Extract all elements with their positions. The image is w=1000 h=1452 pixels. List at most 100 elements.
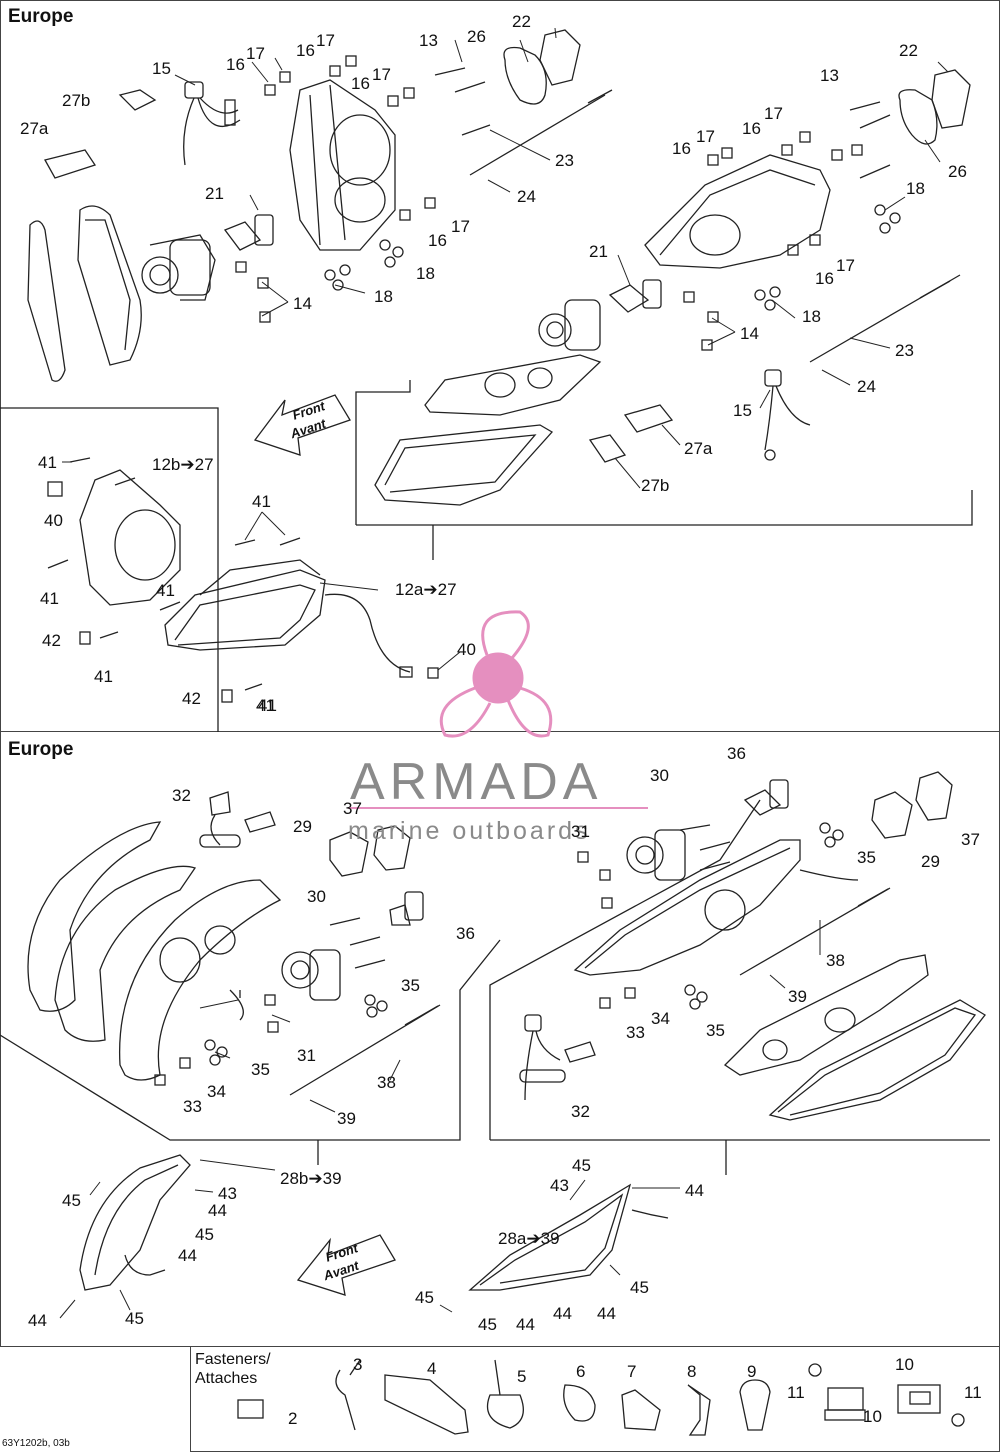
callout-label: 12b➔27 bbox=[152, 455, 214, 474]
callout-label: 16 bbox=[296, 41, 315, 60]
callout-label: 16 bbox=[742, 119, 761, 138]
callout-label: 44 bbox=[597, 1304, 616, 1323]
callout-label: 39 bbox=[337, 1109, 356, 1128]
callout-label: 41 bbox=[40, 589, 59, 608]
callout-label: 44 bbox=[685, 1181, 704, 1200]
watermark-tagline: marine outboards bbox=[348, 817, 591, 845]
callout-label: 18 bbox=[416, 264, 435, 283]
callout-label: 17 bbox=[764, 104, 783, 123]
callout-label: 16 bbox=[428, 231, 447, 250]
callout-label: 44 bbox=[208, 1201, 227, 1220]
callout-label: 15 bbox=[152, 59, 171, 78]
callout-label: 12a➔27 bbox=[395, 580, 457, 599]
callout-label: 35 bbox=[251, 1060, 270, 1079]
callout-label: 11 bbox=[787, 1383, 805, 1402]
callout-label: 41 bbox=[94, 667, 113, 686]
callout-label: 42 bbox=[182, 689, 201, 708]
callout-label: 34 bbox=[651, 1009, 670, 1028]
callout-label: 18 bbox=[374, 287, 393, 306]
callout-label: 35 bbox=[706, 1021, 725, 1040]
callout-label: 33 bbox=[626, 1023, 645, 1042]
callout-label: 45 bbox=[195, 1225, 214, 1244]
top-panel-title: Europe bbox=[8, 6, 74, 27]
callout-label: 26 bbox=[467, 27, 486, 46]
callout-label: 4 bbox=[427, 1359, 437, 1378]
callout-label: 45 bbox=[630, 1278, 649, 1297]
callout-label: 44 bbox=[28, 1311, 47, 1330]
top-panel bbox=[0, 0, 1000, 732]
callout-label: 41 bbox=[258, 696, 277, 715]
callout-label: 23 bbox=[555, 151, 574, 170]
callout-label: 31 bbox=[297, 1046, 316, 1065]
callout-label: 23 bbox=[895, 341, 914, 360]
callout-label: 17 bbox=[836, 256, 855, 275]
bottom-panel-title: Europe bbox=[8, 739, 74, 760]
callout-label: 36 bbox=[727, 744, 746, 763]
callout-label: 37 bbox=[343, 799, 362, 818]
callout-label: 29 bbox=[293, 817, 312, 836]
callout-label: 26 bbox=[948, 162, 967, 181]
callout-label: 21 bbox=[589, 242, 608, 261]
callout-label: 35 bbox=[401, 976, 420, 995]
callout-label: 38 bbox=[377, 1073, 396, 1092]
callout-label: 10 bbox=[863, 1407, 882, 1426]
callout-label: 45 bbox=[415, 1288, 434, 1307]
callout-label: 5 bbox=[517, 1367, 527, 1386]
callout-label: 34 bbox=[207, 1082, 226, 1101]
callout-label: 10 bbox=[895, 1355, 914, 1374]
callout-label: 45 bbox=[478, 1315, 497, 1334]
callout-label: 16 bbox=[351, 74, 370, 93]
callout-label: 41 bbox=[38, 453, 57, 472]
callout-label: 8 bbox=[687, 1362, 697, 1381]
callout-label: 16 bbox=[672, 139, 691, 158]
callout-label: 40 bbox=[457, 640, 476, 659]
callout-label: 24 bbox=[857, 377, 876, 396]
callout-label: 30 bbox=[650, 766, 669, 785]
fasteners-title-2: Attaches bbox=[195, 1370, 258, 1387]
callout-label: 18 bbox=[906, 179, 925, 198]
callout-label: 28b➔39 bbox=[280, 1169, 342, 1188]
callout-label: 43 bbox=[218, 1184, 237, 1203]
callout-label: 9 bbox=[747, 1362, 757, 1381]
callout-label: 41 bbox=[156, 581, 175, 600]
callout-label: 36 bbox=[456, 924, 475, 943]
callout-label: 27b bbox=[62, 91, 91, 110]
callout-label: 17 bbox=[451, 217, 470, 236]
callout-label: 37 bbox=[961, 830, 980, 849]
callout-label: 17 bbox=[696, 127, 715, 146]
callout-label: 11 bbox=[964, 1383, 982, 1402]
callout-label: 35 bbox=[857, 848, 876, 867]
callout-label: 22 bbox=[899, 41, 918, 60]
watermark-brand: ARMADA bbox=[350, 753, 603, 811]
callout-label: 13 bbox=[419, 31, 438, 50]
callout-label: 40 bbox=[44, 511, 63, 530]
callout-label: 17 bbox=[246, 44, 265, 63]
callout-label: 13 bbox=[820, 66, 839, 85]
callout-label: 39 bbox=[788, 987, 807, 1006]
callout-label: 27a bbox=[684, 439, 713, 458]
callout-label: 16 bbox=[815, 269, 834, 288]
figure-code: 63Y1202b, 03b bbox=[2, 1438, 70, 1449]
callout-label: 7 bbox=[627, 1362, 637, 1381]
callout-label: 30 bbox=[307, 887, 326, 906]
callout-label: 2 bbox=[288, 1409, 298, 1428]
fasteners-title-1: Fasteners/ bbox=[195, 1351, 271, 1368]
callout-label: 24 bbox=[517, 187, 536, 206]
callout-label: 18 bbox=[802, 307, 821, 326]
callout-label: 42 bbox=[42, 631, 61, 650]
callout-label: 45 bbox=[62, 1191, 81, 1210]
callout-label: 6 bbox=[576, 1362, 586, 1381]
callout-label: 14 bbox=[740, 324, 759, 343]
callout-label: 3 bbox=[353, 1355, 363, 1374]
callout-label: 17 bbox=[316, 31, 335, 50]
callout-label: 41 bbox=[256, 696, 275, 715]
callout-label: 45 bbox=[125, 1309, 144, 1328]
callout-label: 21 bbox=[205, 184, 224, 203]
callout-label: 27a bbox=[20, 119, 49, 138]
callout-label: 15 bbox=[733, 401, 752, 420]
callout-label: 44 bbox=[553, 1304, 572, 1323]
callout-label: 41 bbox=[252, 492, 271, 511]
callout-label: 14 bbox=[293, 294, 312, 313]
callout-label: 43 bbox=[550, 1176, 569, 1195]
